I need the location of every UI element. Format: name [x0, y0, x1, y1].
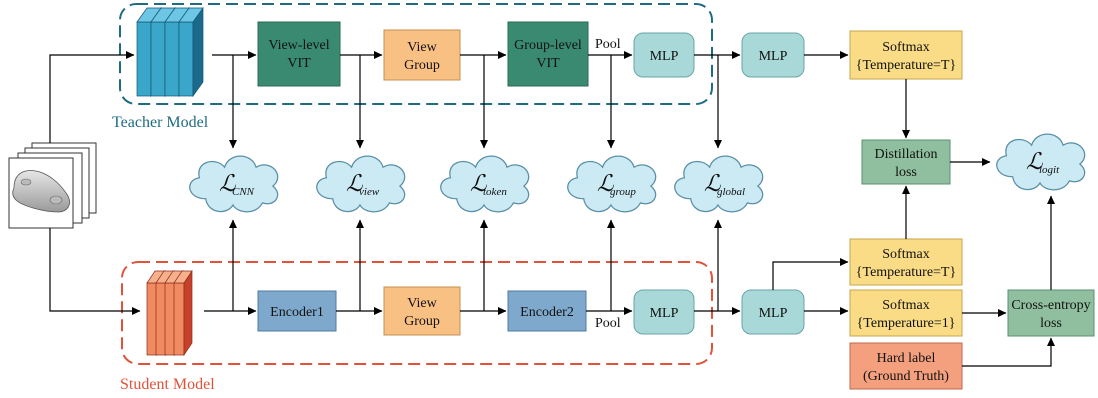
- loss-symbol: ℒ: [346, 171, 363, 196]
- student-softmax-t-label-2: {Temperature=T}: [856, 265, 956, 280]
- input-to-teacher-arrow: [49, 51, 135, 143]
- teacher-model-label: Teacher Model: [112, 114, 209, 131]
- teacher-softmax-block: [849, 30, 963, 80]
- distillation-loss-label-2: loss: [895, 165, 917, 180]
- student-mlp-outer-label: MLP: [759, 306, 788, 321]
- encoder2-label: Encoder2: [520, 305, 574, 320]
- teacher-model-outline: [119, 3, 713, 105]
- student-model-outline: [121, 261, 713, 365]
- teacher-softmax-label-1: Softmax: [882, 40, 929, 55]
- group-level-vit-block: [507, 21, 589, 87]
- teacher-mlp-inner-label: MLP: [650, 49, 679, 64]
- input-to-student-arrow: [49, 228, 141, 315]
- student-softmax-1-label-2: {Temperature=1}: [857, 316, 956, 331]
- student-softmax-1-block: [849, 289, 963, 337]
- student-softmax-t-label-1: Softmax: [882, 247, 929, 262]
- cross-entropy-loss-label-1: Cross-entropy: [1011, 298, 1090, 313]
- loss-symbol: ℒ: [704, 171, 721, 196]
- loss-subscript: CNN: [232, 186, 255, 198]
- view-level-vit-label-1: View-level: [268, 38, 329, 53]
- student-view-group-block: [383, 286, 461, 336]
- arrow-smlp2-softmaxT: [772, 258, 849, 290]
- cross-entropy-loss-label-2: loss: [1040, 316, 1062, 331]
- loss-symbol: ℒ: [597, 171, 614, 196]
- car-model-views-icon: [8, 142, 97, 229]
- cnn-layers-icon: [136, 6, 204, 98]
- distillation-loss-label-1: Distillation: [875, 147, 938, 162]
- student-softmax-t-block: [849, 238, 963, 286]
- student-softmax-1-label-1: Softmax: [882, 298, 929, 313]
- student-model-label: Student Model: [120, 376, 215, 393]
- group-level-vit-label-1: Group-level: [514, 38, 582, 53]
- student-pool-label: Pool: [595, 316, 621, 331]
- hard-label-label-2: (Ground Truth): [863, 369, 949, 384]
- encoder1-label: Encoder1: [270, 305, 324, 320]
- loss-subscript: token: [483, 186, 507, 198]
- teacher-view-group-label-1: View: [407, 40, 437, 55]
- student-mlp-inner-block: [633, 289, 695, 335]
- teacher-view-group-block: [383, 29, 461, 81]
- hard-label-block: [849, 342, 963, 390]
- encoder1-block: [257, 290, 337, 332]
- teacher-pool-label: Pool: [595, 37, 621, 52]
- student-view-group-label-2: Group: [404, 314, 440, 329]
- arrow-hardlabel-ce: [962, 337, 1055, 367]
- teacher-softmax-label-2: {Temperature=T}: [856, 58, 956, 73]
- view-level-vit-block: [257, 21, 341, 87]
- cross-entropy-loss-block: [1007, 289, 1095, 337]
- loss-subscript: view: [359, 186, 380, 198]
- teacher-view-group-label-2: Group: [404, 58, 440, 73]
- group-level-vit-label-2: VIT: [536, 56, 560, 71]
- student-mlp-inner-label: MLP: [650, 306, 679, 321]
- hard-label-label-1: Hard label: [877, 351, 936, 366]
- loss-symbol: ℒ: [470, 171, 487, 196]
- loss-subscript: global: [717, 186, 745, 198]
- teacher-mlp-outer-label: MLP: [759, 49, 788, 64]
- encoder2-block: [507, 290, 587, 332]
- student-view-group-label-1: View: [407, 296, 437, 311]
- loss-symbol: ℒ: [219, 171, 236, 196]
- cnn-layers-icon: [146, 269, 193, 357]
- loss-subscript: logit: [1039, 164, 1060, 176]
- loss-subscript: group: [610, 186, 636, 198]
- view-level-vit-label-2: VIT: [287, 56, 311, 71]
- distillation-loss-block: [861, 139, 951, 185]
- loss-symbol: ℒ: [1026, 149, 1043, 174]
